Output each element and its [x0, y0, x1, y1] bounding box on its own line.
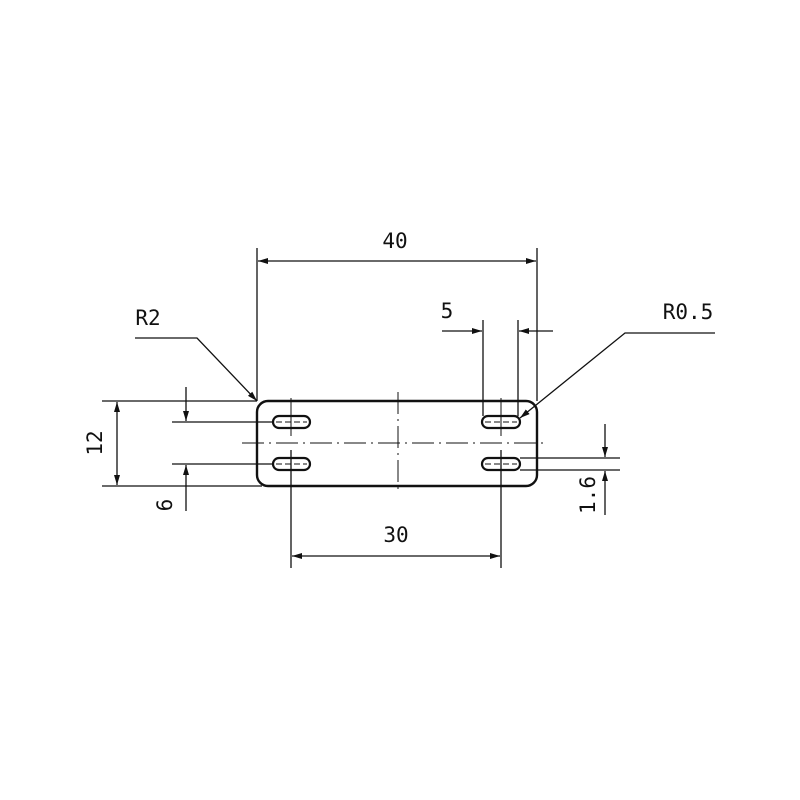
r05-leader	[519, 332, 715, 419]
dimension-30	[290, 450, 502, 568]
dim-label-1-6: 1.6	[576, 476, 600, 514]
dim-label-12: 12	[83, 430, 107, 455]
dimension-12	[102, 400, 262, 487]
dim-label-5: 5	[441, 299, 454, 323]
dimension-6	[172, 387, 273, 511]
label-r05: R0.5	[663, 300, 714, 324]
dim-label-6: 6	[153, 499, 177, 512]
dim-label-40: 40	[382, 229, 407, 253]
dimension-1-6	[520, 424, 620, 515]
center-lines	[242, 392, 548, 492]
dim-label-30: 30	[383, 523, 408, 547]
r2-leader	[135, 337, 258, 402]
label-r2: R2	[135, 306, 160, 330]
dimension-40	[256, 248, 538, 401]
dimension-5	[442, 320, 553, 416]
